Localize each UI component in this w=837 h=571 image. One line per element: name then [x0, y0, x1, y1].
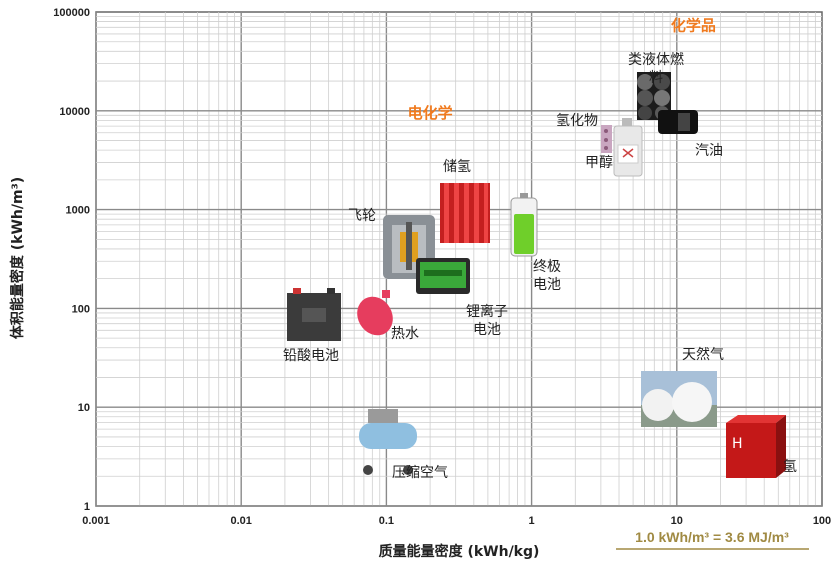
item-label: 热水 — [391, 326, 419, 342]
hydride-icon — [601, 125, 612, 153]
item-label: 压缩空气 — [392, 465, 448, 481]
item-label: 天然气 — [682, 346, 724, 363]
item-label: 氢 — [783, 459, 797, 475]
y-axis-title: 体积能量密度 (kWh/m³) — [9, 177, 26, 339]
category-labels: 电化学 化学品 — [408, 16, 716, 121]
item-label: 终极电池 — [533, 259, 561, 293]
item-label: 类液体燃料 — [628, 51, 684, 86]
unit-conversion-note: 1.0 kWh/m³ = 3.6 MJ/m³ — [635, 529, 789, 545]
gasoline-tank-icon — [658, 110, 698, 134]
x-tick-label: 0.1 — [379, 515, 394, 527]
hydrogen-element-cube-icon: H — [726, 415, 786, 478]
x-tick-label: 10 — [671, 515, 683, 527]
tick-labels: 0.001 0.01 0.1 1 10 100 1 10 100 1000 10000 100000 — [53, 7, 831, 527]
item-label: 飞轮 — [348, 208, 376, 224]
methanol-bottle-icon — [613, 118, 643, 177]
x-tick-label: 1 — [529, 515, 535, 527]
y-tick-label: 10 — [78, 402, 90, 414]
y-tick-label: 1000 — [66, 205, 90, 217]
y-tick-label: 100000 — [53, 7, 90, 19]
item-label: 汽油 — [695, 143, 723, 159]
x-tick-label: 100 — [813, 515, 831, 527]
item-label: 氢化物 — [556, 113, 598, 129]
x-tick-label: 0.01 — [230, 515, 251, 527]
svg-text:H: H — [732, 436, 743, 452]
category-label: 化学品 — [671, 16, 716, 34]
item-label: 储氢 — [443, 159, 471, 175]
item-label: 铅酸电池 — [283, 348, 339, 364]
item-label: 甲醇 — [585, 154, 613, 171]
compressed-air-icon — [359, 409, 417, 475]
natural-gas-tanks-icon — [641, 371, 717, 427]
category-label: 电化学 — [408, 104, 453, 122]
y-tick-label: 1 — [84, 501, 90, 513]
x-tick-label: 0.001 — [82, 515, 110, 527]
item-images: H — [287, 72, 786, 478]
y-tick-label: 100 — [72, 303, 90, 315]
x-axis-title: 质量能量密度 (kWh/kg) — [379, 543, 540, 560]
ultimate-battery-icon — [510, 193, 538, 257]
y-tick-label: 10000 — [59, 106, 90, 118]
hydrogen-storage-cylinders-icon — [440, 183, 490, 243]
item-label: 锂离子电池 — [466, 303, 508, 338]
li-ion-battery-icon — [416, 258, 470, 294]
lead-acid-battery-icon — [287, 288, 341, 341]
hot-water-bottle-icon — [357, 290, 393, 336]
